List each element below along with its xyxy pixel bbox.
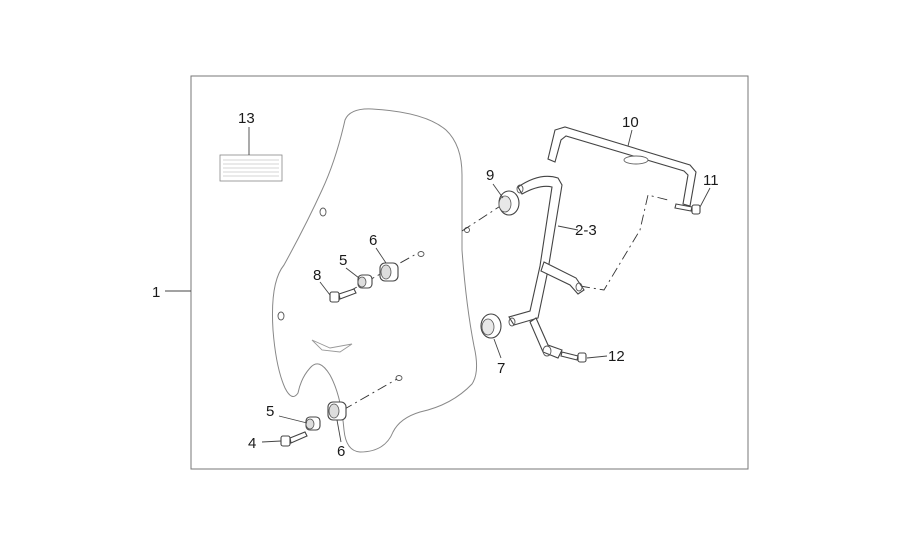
brand-logo-icon bbox=[311, 339, 353, 353]
label-4: 4 bbox=[248, 435, 256, 452]
screw-11 bbox=[674, 203, 701, 215]
leader-lines bbox=[248, 127, 711, 443]
screw-4 bbox=[280, 431, 308, 447]
rubber-washer-7 bbox=[480, 313, 502, 339]
label-5-lower: 5 bbox=[266, 403, 274, 420]
label-1: 1 bbox=[152, 284, 160, 301]
label-6-upper: 6 bbox=[369, 232, 377, 249]
label-10: 10 bbox=[622, 114, 639, 131]
sticker-decal bbox=[219, 154, 283, 182]
label-5-upper: 5 bbox=[339, 252, 347, 269]
label-11: 11 bbox=[703, 172, 719, 189]
screw-8 bbox=[329, 288, 357, 303]
spacer-6-lower bbox=[327, 401, 347, 421]
bushing-5-upper bbox=[357, 274, 373, 289]
upper-bracket bbox=[547, 126, 697, 207]
label-12: 12 bbox=[608, 348, 625, 365]
label-9: 9 bbox=[486, 167, 494, 184]
windshield bbox=[272, 108, 478, 453]
label-6-lower: 6 bbox=[337, 443, 345, 460]
bushing-5-lower bbox=[305, 416, 321, 431]
diagram-frame bbox=[190, 75, 749, 470]
rubber-washer-9 bbox=[498, 190, 520, 216]
label-8: 8 bbox=[313, 267, 321, 284]
spacer-6-upper bbox=[379, 262, 399, 282]
label-7: 7 bbox=[497, 360, 505, 377]
support-arm bbox=[508, 175, 585, 359]
screw-12 bbox=[560, 351, 587, 363]
label-2-3: 2-3 bbox=[575, 222, 597, 239]
label-13: 13 bbox=[238, 110, 255, 127]
